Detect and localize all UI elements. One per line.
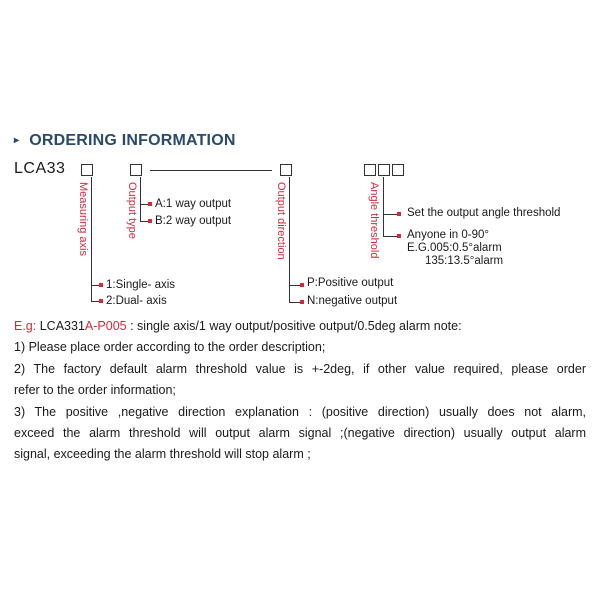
angle-threshold-branch-2 [383,236,397,237]
measuring-axis-branch-2 [91,301,99,302]
angle-threshold-dot-2 [397,234,401,238]
output-type-box [130,164,142,176]
example-label: E.g: [14,319,37,333]
model-prefix: LCA33 [14,160,66,177]
note-3-line-1: 3) The positive ,negative direction expl… [14,405,586,419]
example-description: : single axis/1 way output/positive outp… [130,319,462,333]
example-code-suffix: A-P005 [84,319,127,333]
measuring-axis-label: Measuring axis [77,182,89,256]
measuring-axis-dot-2 [99,299,103,303]
output-type-dot-2 [148,219,152,223]
output-type-dot-1 [148,202,152,206]
output-direction-line [289,177,290,302]
angle-threshold-box-2 [378,164,390,176]
note-2-line-1: 2) The factory default alarm threshold v… [14,362,586,376]
output-type-label: Output type [126,182,138,239]
measuring-axis-option-1: 1:Single- axis [106,279,176,291]
output-type-option-1: A:1 way output [155,198,232,210]
angle-threshold-box-3 [392,164,404,176]
output-direction-option-2: N:negative output [307,295,398,307]
output-direction-box [280,164,292,176]
measuring-axis-option-2: 2:Dual- axis [106,295,167,307]
note-2-line-2: refer to the order information; [14,383,176,397]
angle-threshold-example-1: E.G.005:0.5°alarm [407,242,502,254]
output-direction-dot-2 [300,300,304,304]
output-direction-option-1: P:Positive output [307,277,394,289]
output-direction-branch-2 [289,302,300,303]
angle-threshold-branch-1 [383,214,397,215]
output-type-branch-1 [140,204,148,205]
angle-threshold-option-1: Set the output angle threshold [407,207,561,219]
output-type-line [140,177,141,221]
example-line: E.g: LCA331A-P005 : single axis/1 way ou… [14,316,586,337]
angle-threshold-box-1 [364,164,376,176]
angle-threshold-dot-1 [397,212,401,216]
output-direction-dot-1 [300,283,304,287]
angle-threshold-label: Angle threshold [368,182,380,259]
measuring-axis-box [81,164,93,176]
note-3-line-3: signal, exceeding the alarm threshold wi… [14,447,311,461]
output-direction-label: Output direction [275,182,287,260]
output-type-branch-2 [140,221,148,222]
section-title: ▸ ORDERING INFORMATION [14,132,236,150]
section-title-text: ORDERING INFORMATION [29,132,236,149]
note-1: 1) Please place order according to the o… [14,340,326,354]
angle-threshold-line [383,177,384,236]
example-code-prefix: LCA331 [39,319,85,333]
separator-line [150,170,272,171]
note-3-line-2: exceed the alarm threshold will output a… [14,426,586,440]
measuring-axis-dot-1 [99,283,103,287]
output-direction-branch-1 [289,285,300,286]
output-type-option-2: B:2 way output [155,215,232,227]
bullet-arrow-icon: ▸ [14,135,20,146]
angle-threshold-option-2: Anyone in 0-90° [407,229,489,241]
measuring-axis-line [91,177,92,301]
angle-threshold-example-2: 135:13.5°alarm [425,255,504,267]
measuring-axis-branch-1 [91,285,99,286]
